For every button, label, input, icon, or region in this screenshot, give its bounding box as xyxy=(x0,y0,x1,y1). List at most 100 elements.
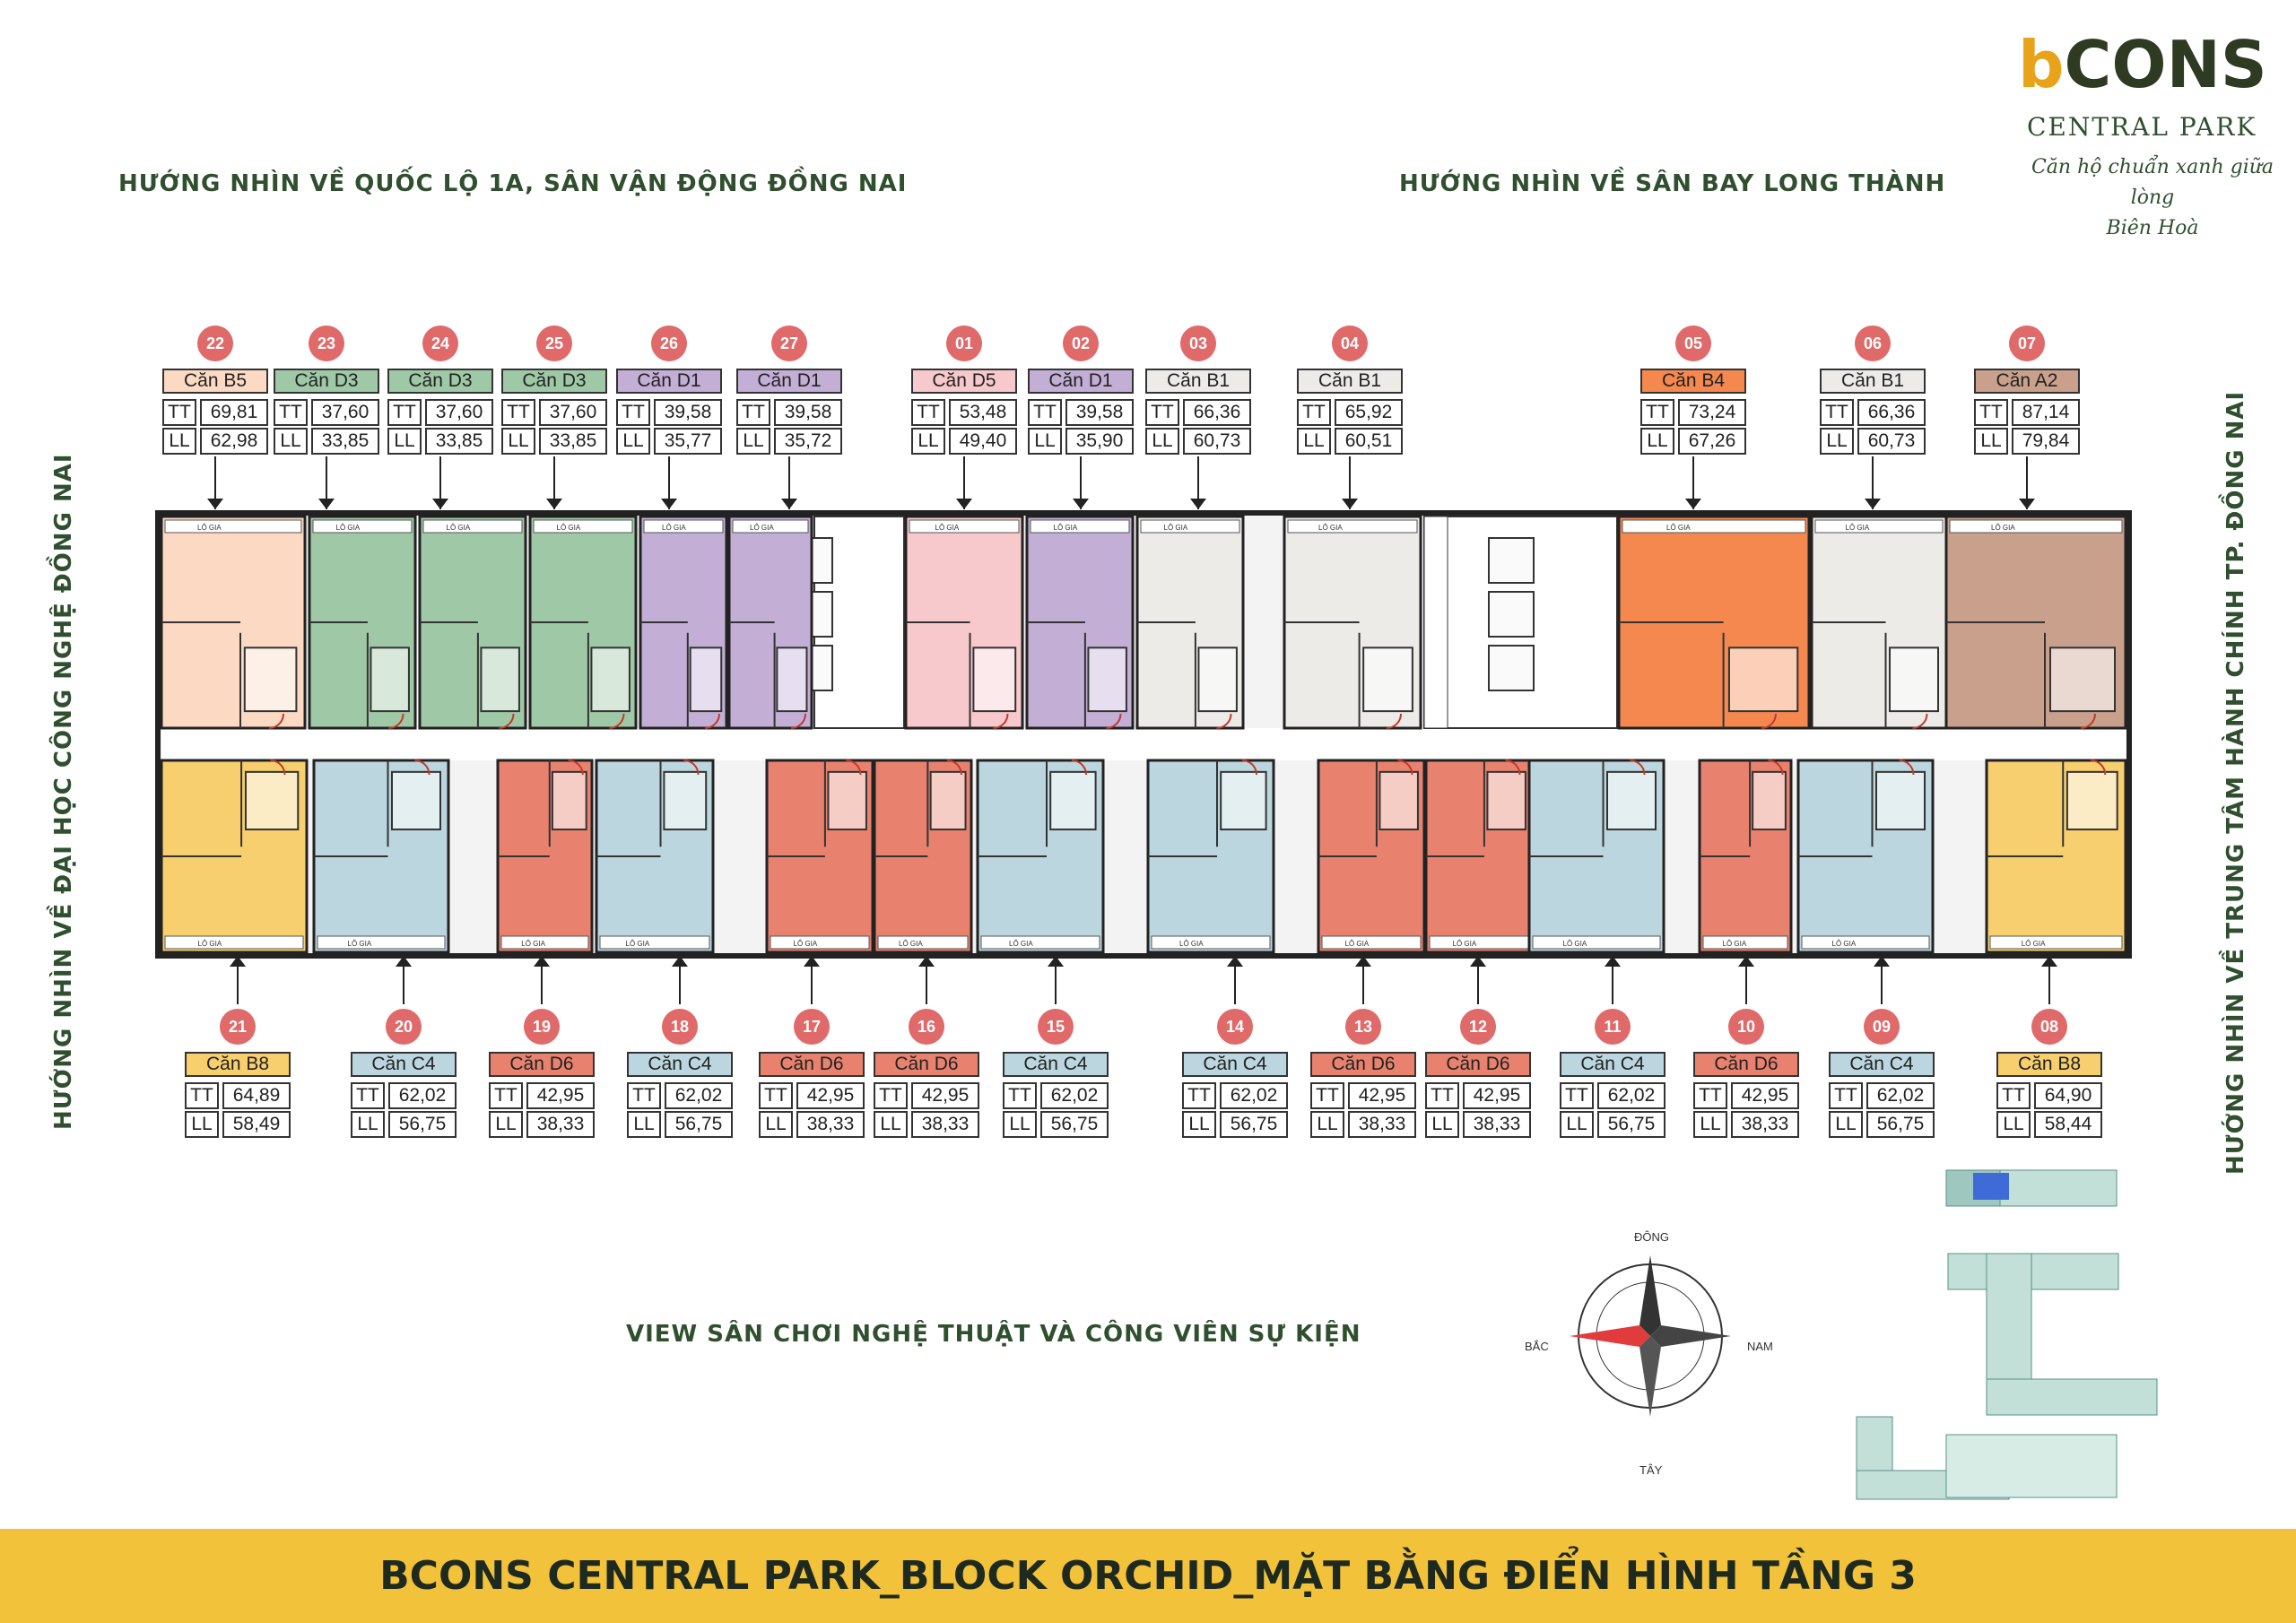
corridor xyxy=(161,728,2126,760)
unit-ll-key: LL xyxy=(616,428,650,455)
compass-west-label: BẮC xyxy=(1525,1340,1549,1353)
unit-door-22 xyxy=(268,713,284,729)
unit-ll-value: 38,33 xyxy=(1348,1111,1416,1138)
unit-plan-25[interactable]: LÔ GIA xyxy=(528,515,638,730)
unit-tt-value: 37,60 xyxy=(311,399,379,426)
unit-door-02 xyxy=(1106,713,1122,729)
unit-loggia-label-06: LÔ GIA xyxy=(1846,524,1870,532)
unit-door-26 xyxy=(704,713,720,729)
unit-tt-value: 62,02 xyxy=(1040,1082,1109,1109)
unit-type-label: Căn B8 xyxy=(1996,1052,2102,1077)
arrows-layer xyxy=(207,456,2057,1004)
unit-number-badge: 08 xyxy=(2031,1009,2067,1045)
unit-plan-20[interactable]: LÔ GIA xyxy=(312,759,450,954)
unit-plan-19[interactable]: LÔ GIA xyxy=(496,759,594,954)
unit-plan-27[interactable]: LÔ GIA xyxy=(727,515,813,730)
unit-plan-13[interactable]: LÔ GIA xyxy=(1317,759,1426,954)
unit-type-label: Căn D3 xyxy=(274,369,379,394)
logo-brand-prefix: b xyxy=(2018,27,2065,102)
unit-plan-02[interactable]: LÔ GIA xyxy=(1025,515,1135,730)
unit-ll-value: 35,90 xyxy=(1065,428,1134,455)
unit-arrow-03-head xyxy=(1190,499,1206,509)
unit-plan-07[interactable]: LÔ GIA xyxy=(1944,515,2127,730)
unit-plan-03[interactable]: LÔ GIA xyxy=(1135,515,1245,730)
unit-plan-09[interactable]: LÔ GIA xyxy=(1796,759,1935,954)
unit-plan-18[interactable]: LÔ GIA xyxy=(595,759,715,954)
unit-number-badge: 13 xyxy=(1345,1009,1381,1045)
unit-ll-key: LL xyxy=(1829,1111,1863,1138)
unit-tt-key: TT xyxy=(387,399,422,426)
elevator-right-0 xyxy=(1488,537,1535,584)
unit-bath-19 xyxy=(551,770,587,831)
unit-ll-value: 38,33 xyxy=(911,1111,979,1138)
unit-plan-04[interactable]: LÔ GIA xyxy=(1283,515,1422,730)
unit-plan-01[interactable]: LÔ GIA xyxy=(904,515,1024,730)
unit-bath-20 xyxy=(391,770,441,831)
unit-door-17 xyxy=(846,759,862,776)
unit-number-badge: 03 xyxy=(1180,325,1216,361)
unit-loggia-label-17: LÔ GIA xyxy=(794,940,818,948)
unit-loggia-label-01: LÔ GIA xyxy=(935,524,960,532)
unit-plan-14[interactable]: LÔ GIA xyxy=(1146,759,1275,954)
unit-number-badge: 24 xyxy=(422,325,458,361)
unit-tt-key: TT xyxy=(1829,1082,1863,1109)
site-minimap xyxy=(1856,1169,2158,1500)
unit-tt-key: TT xyxy=(1182,1082,1216,1109)
unit-tt-key: TT xyxy=(489,1082,523,1109)
unit-plan-05[interactable]: LÔ GIA xyxy=(1617,515,1811,730)
unit-ll-value: 33,85 xyxy=(539,428,607,455)
unit-plan-26[interactable]: LÔ GIA xyxy=(639,515,728,730)
unit-plan-08[interactable]: LÔ GIA xyxy=(1985,759,2127,954)
minimap-block-4 xyxy=(1986,1378,2158,1416)
unit-plan-17[interactable]: LÔ GIA xyxy=(765,759,874,954)
unit-plan-15[interactable]: LÔ GIA xyxy=(976,759,1105,954)
unit-plan-16[interactable]: LÔ GIA xyxy=(873,759,973,954)
unit-arrow-02-head xyxy=(1073,499,1089,509)
unit-arrow-24-head xyxy=(432,499,448,509)
unit-door-15 xyxy=(1071,759,1087,776)
unit-plan-24[interactable]: LÔ GIA xyxy=(418,515,527,730)
unit-plan-23[interactable]: LÔ GIA xyxy=(308,515,417,730)
unit-tt-value: 42,95 xyxy=(1731,1082,1799,1109)
unit-plan-22[interactable]: LÔ GIA xyxy=(160,515,307,730)
unit-plan-21[interactable]: LÔ GIA xyxy=(160,759,309,954)
unit-bath-18 xyxy=(663,770,708,831)
unit-plan-11[interactable]: LÔ GIA xyxy=(1527,759,1665,954)
unit-plan-10[interactable]: LÔ GIA xyxy=(1698,759,1793,954)
unit-plan-12[interactable]: LÔ GIA xyxy=(1424,759,1534,954)
unit-type-label: Căn C4 xyxy=(351,1052,457,1077)
unit-plan-06[interactable]: LÔ GIA xyxy=(1810,515,1948,730)
unit-tt-value: 42,95 xyxy=(911,1082,979,1109)
